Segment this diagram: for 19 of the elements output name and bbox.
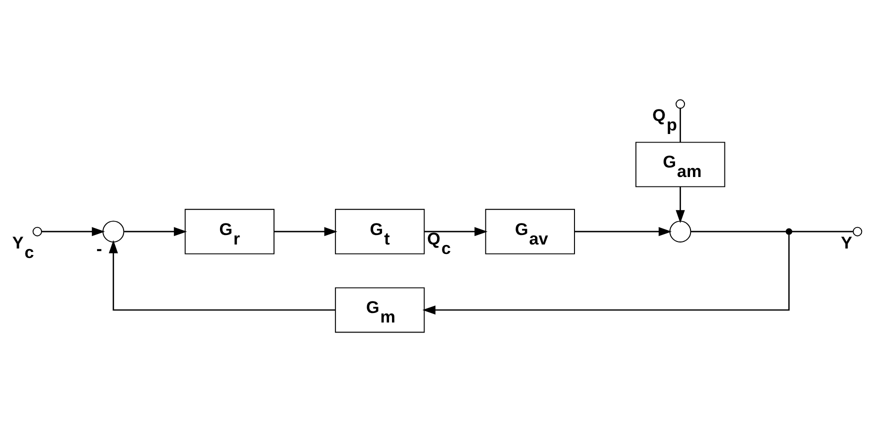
arrow xyxy=(42,227,105,236)
connector xyxy=(690,230,786,232)
node-circle xyxy=(102,220,124,242)
arrow xyxy=(124,227,187,236)
arrow xyxy=(422,234,790,315)
connector xyxy=(680,108,681,142)
connector xyxy=(792,230,853,232)
arrow xyxy=(424,227,488,236)
arrow xyxy=(274,227,338,236)
node-circle xyxy=(786,228,792,235)
node-label: - xyxy=(96,240,102,259)
node-circle xyxy=(669,220,692,242)
arrow xyxy=(574,227,672,236)
arrow xyxy=(676,186,685,224)
node-circle xyxy=(32,226,42,236)
arrow xyxy=(108,240,336,311)
node-label: Y xyxy=(840,234,852,253)
node-circle xyxy=(676,99,686,109)
node-circle xyxy=(852,226,862,236)
